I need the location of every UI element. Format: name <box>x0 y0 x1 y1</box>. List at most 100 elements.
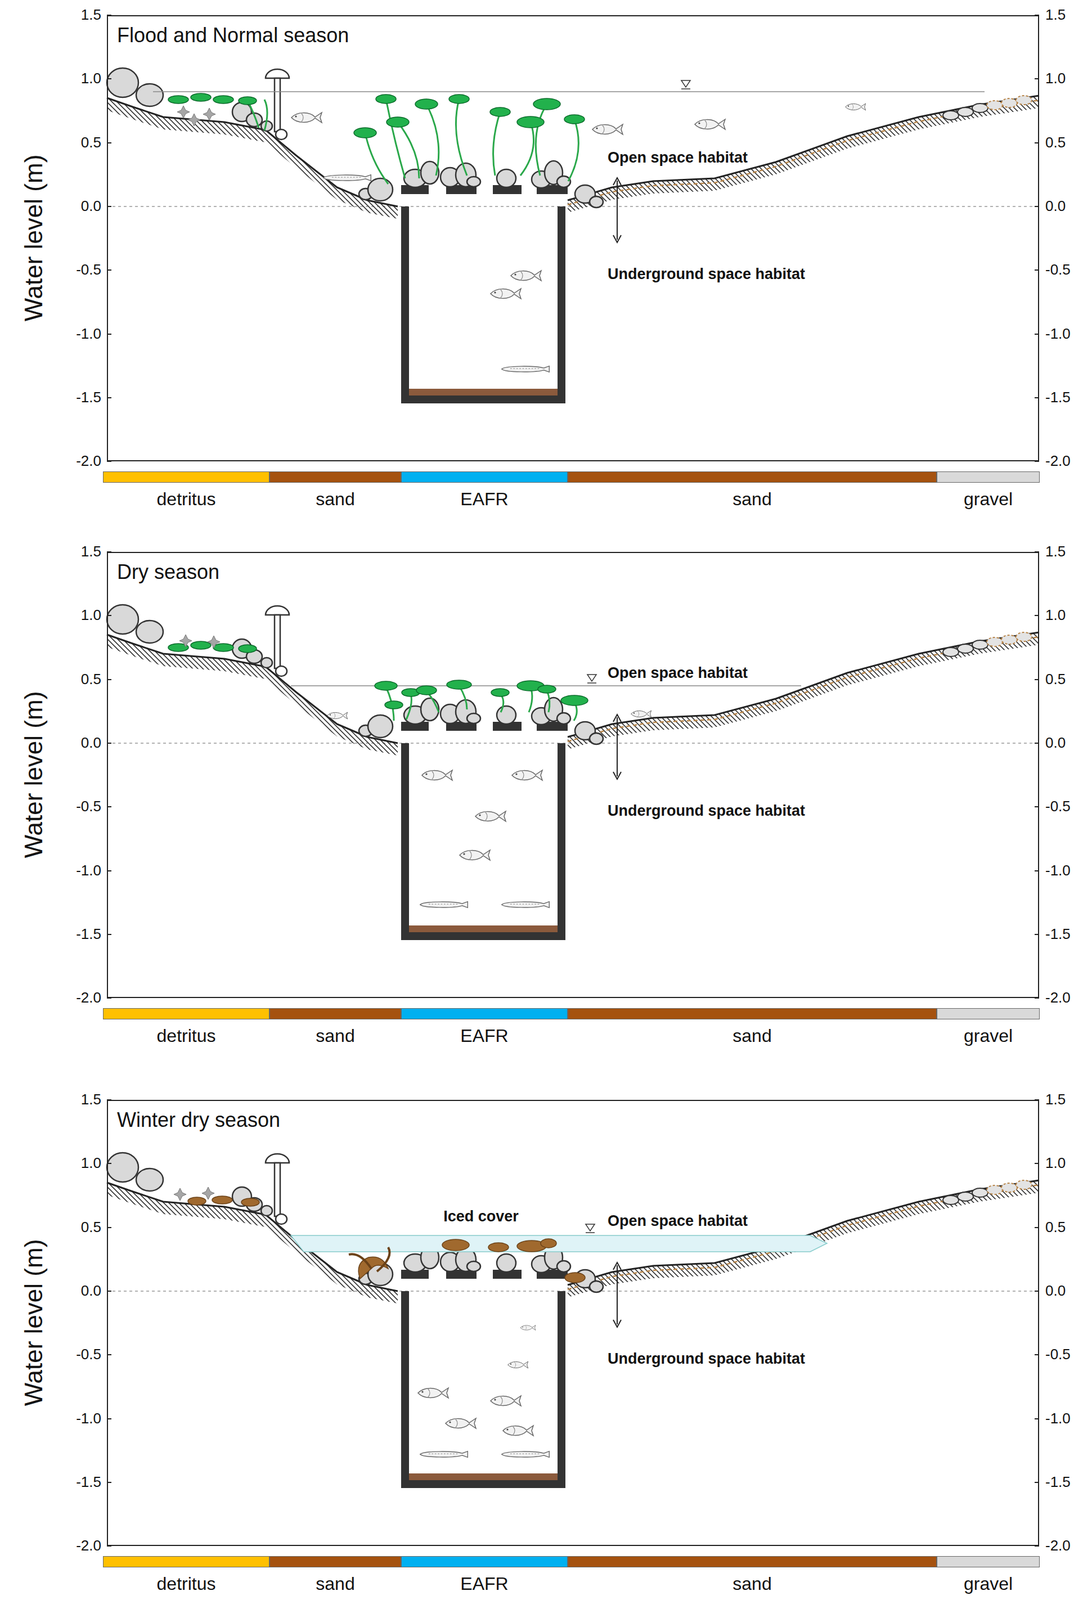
fish-group <box>327 710 652 908</box>
panel-frame: Dry season <box>106 551 1040 999</box>
tick-label: -1.0 <box>75 1410 102 1428</box>
aquatic-plants <box>168 93 585 184</box>
substrate-swatch <box>102 471 270 483</box>
substrate-label: sand <box>315 488 355 510</box>
habitat-label: Open space habitat <box>607 664 748 682</box>
substrate-label: EAFR <box>460 1025 509 1047</box>
substrate-swatch <box>567 1008 937 1020</box>
ice-cover <box>290 1235 828 1252</box>
tick-label: -2.0 <box>75 452 102 470</box>
habitat-label: Underground space habitat <box>607 265 806 283</box>
riverbed-terrain <box>106 551 1040 999</box>
tick-label: -1.0 <box>1045 862 1071 880</box>
substrate-swatch <box>102 1008 270 1020</box>
tick-label: -1.5 <box>75 389 102 407</box>
tick-label: 1.0 <box>81 70 102 88</box>
substrate-label: sand <box>315 1573 355 1595</box>
tick-label: -1.5 <box>75 1474 102 1491</box>
aquatic-plants <box>168 634 588 721</box>
tick-label: 1.5 <box>81 6 102 24</box>
substrate-label: gravel <box>963 1573 1013 1595</box>
tick-label: 0.0 <box>81 198 102 215</box>
water-level-symbol <box>585 1224 595 1233</box>
tick-label: -2.0 <box>1045 452 1071 470</box>
substrate-swatch <box>936 1556 1040 1568</box>
tick-label: 0.0 <box>1045 734 1066 752</box>
tick-label: 0.5 <box>81 134 102 152</box>
habitat-label: Underground space habitat <box>607 802 806 820</box>
substrate-swatch <box>269 1556 402 1568</box>
tick-label: -1.5 <box>1045 1474 1071 1491</box>
substrate-label: sand <box>732 1573 772 1595</box>
tick-label: 1.5 <box>81 1091 102 1109</box>
fish-group <box>418 1325 550 1458</box>
substrate-label: sand <box>315 1025 355 1047</box>
panel-frame: Winter dry season <box>106 1099 1040 1547</box>
tick-label: -0.5 <box>75 1346 102 1364</box>
substrate-swatch <box>269 1008 402 1020</box>
tick-label: -1.5 <box>1045 926 1071 943</box>
habitat-label: Underground space habitat <box>607 1350 806 1368</box>
dry-panel-art <box>106 551 1040 999</box>
tick-label: 0.0 <box>81 734 102 752</box>
tick-label: 1.0 <box>81 607 102 624</box>
tick-label: 1.5 <box>1045 6 1066 24</box>
tick-label: 0.0 <box>1045 198 1066 215</box>
tick-label: -1.5 <box>1045 389 1071 407</box>
substrate-label: gravel <box>963 1025 1013 1047</box>
water-level-symbol <box>681 80 691 89</box>
substrate-swatch <box>567 471 937 483</box>
tick-label: -1.0 <box>75 325 102 343</box>
tick-label: -0.5 <box>75 798 102 816</box>
axis-title: Water level (m) <box>19 154 49 322</box>
tick-label: -1.0 <box>75 862 102 880</box>
riverbed-terrain <box>106 15 1040 462</box>
tick-label: -2.0 <box>1045 989 1071 1007</box>
substrate-label: detritus <box>156 1573 217 1595</box>
dead-plants <box>173 1187 586 1283</box>
tick-label: 0.5 <box>1045 671 1066 689</box>
tick-label: 1.5 <box>1045 543 1066 561</box>
tick-label: 1.0 <box>1045 1155 1066 1172</box>
substrate-label: sand <box>732 1025 772 1047</box>
habitat-label: Open space habitat <box>607 149 748 167</box>
tick-label: 1.0 <box>81 1155 102 1172</box>
flood-panel-art <box>106 15 1040 462</box>
fish-group <box>291 103 866 372</box>
annotation: Iced cover <box>443 1207 519 1226</box>
tick-label: -1.0 <box>1045 325 1071 343</box>
winter-panel-art <box>106 1099 1040 1547</box>
tick-label: 0.0 <box>1045 1282 1066 1300</box>
substrate-swatch <box>401 1008 568 1020</box>
habitat-label: Open space habitat <box>607 1212 748 1230</box>
panel-heading: Flood and Normal season <box>117 23 349 48</box>
tick-label: 0.5 <box>81 1219 102 1237</box>
tick-label: 1.0 <box>1045 70 1066 88</box>
substrate-label: detritus <box>156 1025 217 1047</box>
substrate-label: gravel <box>963 488 1013 510</box>
panel-heading: Winter dry season <box>117 1107 281 1132</box>
panel-heading: Dry season <box>117 559 220 584</box>
tick-label: -0.5 <box>1045 261 1071 279</box>
axis-title: Water level (m) <box>19 1239 49 1407</box>
substrate-label: EAFR <box>460 488 509 510</box>
tick-label: -2.0 <box>75 989 102 1007</box>
water-level-symbol <box>587 674 597 683</box>
tick-label: 1.0 <box>1045 607 1066 624</box>
axis-title: Water level (m) <box>19 691 49 859</box>
substrate-swatch <box>269 471 402 483</box>
panel-frame: Flood and Normal season <box>106 15 1040 462</box>
tick-label: -0.5 <box>1045 798 1071 816</box>
tick-label: -0.5 <box>1045 1346 1071 1364</box>
tick-label: 1.5 <box>81 543 102 561</box>
riverbed-terrain <box>106 1099 1040 1547</box>
tick-label: -0.5 <box>75 261 102 279</box>
tick-label: 0.0 <box>81 1282 102 1300</box>
tick-label: 0.5 <box>1045 134 1066 152</box>
tick-label: -1.0 <box>1045 1410 1071 1428</box>
substrate-swatch <box>401 1556 568 1568</box>
tick-label: 1.5 <box>1045 1091 1066 1109</box>
tick-label: -2.0 <box>1045 1537 1071 1555</box>
substrate-label: detritus <box>156 488 217 510</box>
